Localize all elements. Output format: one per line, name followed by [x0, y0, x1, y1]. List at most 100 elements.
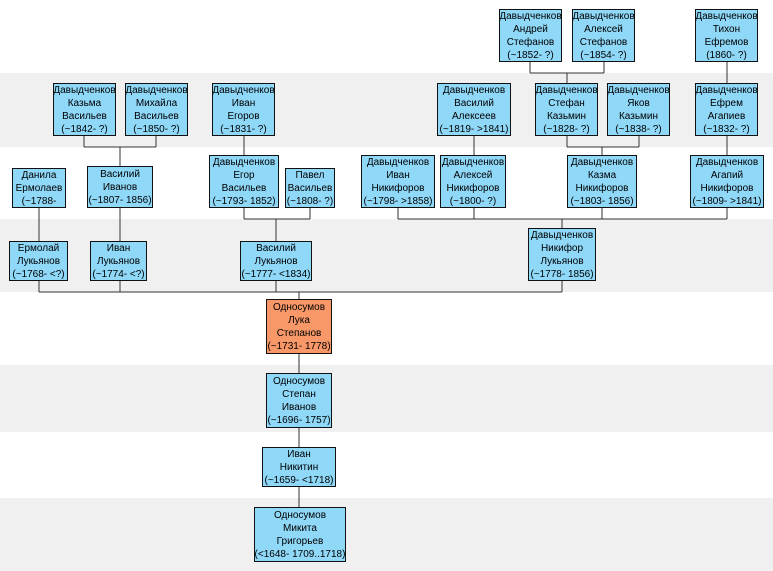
- person-lifespan: (~1828- ?): [543, 123, 590, 135]
- person-node-mikita-grigorev[interactable]: Односумов Микита Григорьев (<1648- 1709.…: [254, 507, 346, 562]
- person-node-danila-ermolaev[interactable]: Данила Ермолаев (~1788-: [12, 168, 66, 208]
- person-patronymic: Васильев: [221, 182, 267, 194]
- person-node-ermolay-lukyanov[interactable]: Ермолай Лукьянов (~1768- <?): [9, 241, 68, 281]
- person-node-ivan-nikitin[interactable]: Иван Никитин (~1659- <1718): [262, 447, 336, 487]
- person-lifespan: (~1842- ?): [61, 123, 108, 135]
- person-surname: Давыдченков: [535, 84, 598, 96]
- person-lifespan: (~1809- >1841): [692, 195, 762, 207]
- person-lifespan: (~1774- <?): [92, 268, 145, 280]
- person-given-name: Василий: [256, 242, 296, 254]
- person-lifespan: (~1852- ?): [507, 49, 554, 61]
- generation-band-5: [0, 292, 773, 365]
- person-patronymic: Казьмин: [618, 110, 659, 122]
- person-given-name: Степан: [282, 388, 316, 400]
- person-surname: Давыдченков: [607, 84, 670, 96]
- person-patronymic: Иванов: [102, 181, 138, 193]
- person-patronymic: Лукьянов: [96, 255, 141, 267]
- person-given-name: Агапий: [710, 169, 744, 181]
- generation-band-7: [0, 432, 773, 498]
- person-given-name: Ермолай: [17, 242, 60, 254]
- person-patronymic: Казьмин: [546, 110, 587, 122]
- person-patronymic: Алексеев: [452, 110, 496, 122]
- person-lifespan: (~1768- <?): [12, 268, 65, 280]
- person-node-efrem-agapiev[interactable]: Давыдченков Ефрем Агапиев (~1832- ?): [695, 83, 758, 136]
- person-surname: Давыдченков: [53, 84, 116, 96]
- person-given-name: Казма: [587, 169, 617, 181]
- person-given-name: Павел: [295, 169, 325, 181]
- person-node-stefan-kazmin[interactable]: Давыдченков Стефан Казьмин (~1828- ?): [535, 83, 598, 136]
- person-given-name: Казьма: [67, 97, 102, 109]
- person-node-yakov-kazmin[interactable]: Давыдченков Яков Казьмин (~1838- ?): [607, 83, 670, 136]
- person-node-ivan-lukyanov[interactable]: Иван Лукьянов (~1774- <?): [90, 241, 147, 281]
- person-node-stepan-ivanov[interactable]: Односумов Степан Иванов (~1696- 1757): [266, 373, 332, 428]
- generation-band-8: [0, 498, 773, 571]
- person-node-egor-vasilev[interactable]: Давыдченков Егор Васильев (~1793- 1852): [209, 155, 279, 208]
- person-given-name: Алексей: [453, 169, 493, 181]
- person-given-name: Михайла: [135, 97, 178, 109]
- person-node-aleksey-stefanov[interactable]: Давыдченков Алексей Стефанов (~1854- ?): [572, 9, 635, 62]
- person-node-mikhayla-vasilev[interactable]: Давыдченков Михайла Васильев (~1850- ?): [125, 83, 188, 136]
- person-node-ivan-nikiforov[interactable]: Давыдченков Иван Никифоров (~1798- >1858…: [361, 155, 435, 208]
- person-lifespan: (~1793- 1852): [212, 195, 276, 207]
- person-lifespan: (~1831- ?): [220, 123, 267, 135]
- person-surname: Давыдченков: [695, 10, 758, 22]
- person-given-name: Василий: [454, 97, 494, 109]
- person-node-tikhon-efremov[interactable]: Давыдченков Тихон Ефремов (1860- ?): [695, 9, 758, 62]
- person-lifespan: (~1788-: [21, 195, 57, 207]
- person-given-name: Лука: [288, 314, 310, 326]
- person-lifespan: (~1838- ?): [615, 123, 662, 135]
- person-patronymic: Никифоров: [575, 182, 629, 194]
- person-patronymic: Ермолаев: [15, 182, 63, 194]
- person-node-luka-stepanov[interactable]: Односумов Лука Степанов (~1731- 1778): [266, 299, 332, 354]
- generation-band-6: [0, 365, 773, 432]
- person-lifespan: (~1850- ?): [133, 123, 180, 135]
- person-node-vasiliy-alekseev[interactable]: Давыдченков Василий Алексеев (~1819- >18…: [437, 83, 511, 136]
- person-lifespan: (~1803- 1856): [570, 195, 634, 207]
- person-patronymic: Лукьянов: [16, 255, 61, 267]
- person-patronymic: Егоров: [227, 110, 260, 122]
- person-given-name: Ефрем: [710, 97, 743, 109]
- person-given-name: Алексей: [584, 23, 623, 35]
- person-patronymic: Стефанов: [579, 36, 628, 48]
- person-node-aleksey-nikiforov[interactable]: Давыдченков Алексей Никифоров (~1800- ?): [440, 155, 506, 208]
- person-given-name: Никифор: [540, 242, 584, 254]
- person-surname: Односумов: [272, 301, 326, 313]
- person-surname: Давыдченков: [212, 84, 275, 96]
- person-patronymic: Лукьянов: [540, 255, 584, 267]
- person-node-kazma-nikiforov[interactable]: Давыдченков Казма Никифоров (~1803- 1856…: [567, 155, 637, 208]
- person-lifespan: (~1808- ?): [286, 195, 334, 207]
- person-node-agapiy-nikiforov[interactable]: Давыдченков Агапий Никифоров (~1809- >18…: [690, 155, 764, 208]
- person-patronymic: Никифоров: [700, 182, 754, 194]
- person-patronymic: Стефанов: [506, 36, 555, 48]
- person-surname: Давыдченков: [442, 84, 506, 96]
- person-node-kazma-vasilev[interactable]: Давыдченков Казьма Васильев (~1842- ?): [53, 83, 116, 136]
- person-lifespan: (~1819- >1841): [439, 123, 509, 135]
- person-surname: Давыдченков: [530, 229, 594, 241]
- person-patronymic: Иванов: [281, 401, 317, 413]
- person-node-vasiliy-lukyanov[interactable]: Василий Лукьянов (~1777- <1834): [240, 241, 312, 281]
- person-surname: Односумов: [273, 509, 327, 521]
- person-given-name: Иван: [287, 448, 311, 460]
- person-node-vasiliy-ivanov[interactable]: Василий Иванов (~1807- 1856): [87, 166, 153, 208]
- person-given-name: Тихон: [712, 23, 741, 35]
- person-lifespan: (~1807- 1856): [88, 194, 152, 206]
- person-given-name: Яков: [627, 97, 650, 109]
- person-surname: Давыдченков: [572, 10, 635, 22]
- person-node-pavel-vasilev[interactable]: Павел Васильев (~1808- ?): [285, 168, 335, 208]
- person-node-andrey-stefanov[interactable]: Давыдченков Андрей Стефанов (~1852- ?): [499, 9, 562, 62]
- person-given-name: Данила: [21, 169, 57, 181]
- person-patronymic: Никитин: [279, 461, 319, 473]
- person-patronymic: Никифоров: [371, 182, 425, 194]
- person-given-name: Егор: [233, 169, 255, 181]
- person-given-name: Андрей: [513, 23, 548, 35]
- person-given-name: Микита: [283, 522, 317, 534]
- person-node-ivan-egorov[interactable]: Давыдченков Иван Егоров (~1831- ?): [212, 83, 275, 136]
- person-lifespan: (1860- ?): [706, 49, 747, 61]
- person-node-nikifor-lukyanov[interactable]: Давыдченков Никифор Лукьянов (~1778- 185…: [528, 228, 596, 281]
- person-lifespan: (~1659- <1718): [264, 474, 334, 486]
- generation-band-1: [0, 0, 773, 73]
- person-given-name: Иван: [231, 97, 256, 109]
- person-patronymic: Лукьянов: [254, 255, 298, 267]
- person-surname: Давыдченков: [695, 156, 759, 168]
- person-patronymic: Григорьев: [276, 535, 324, 547]
